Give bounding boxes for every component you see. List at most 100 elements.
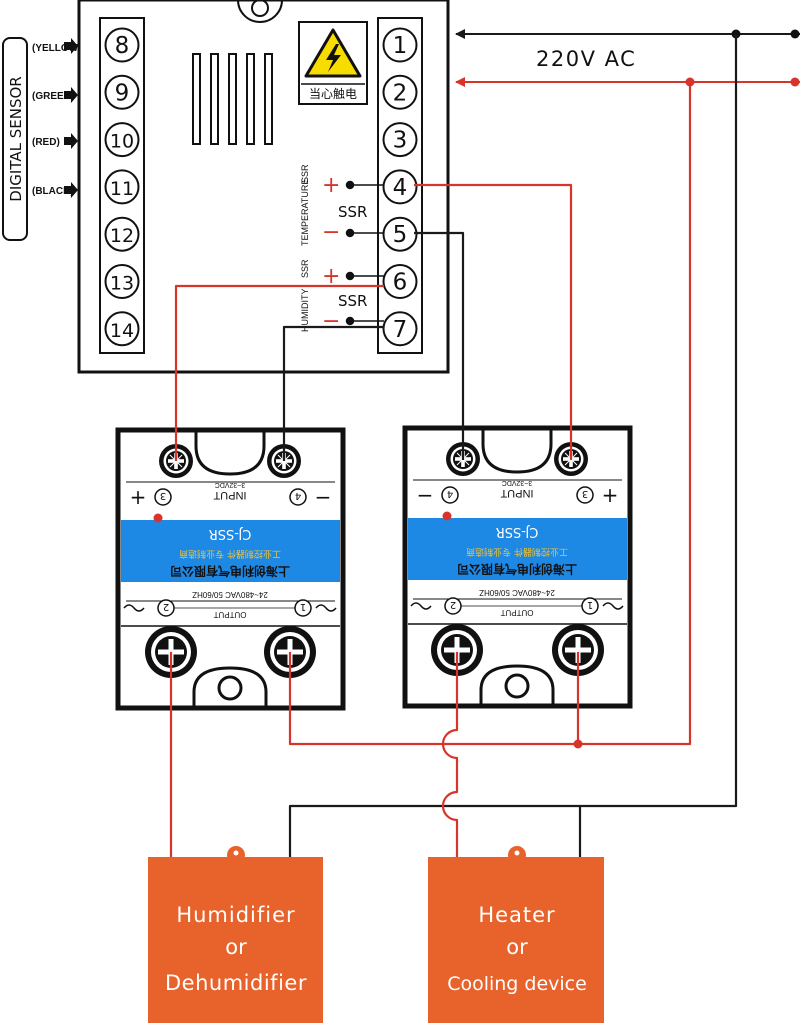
ssr-temperature-big: SSR (338, 203, 367, 221)
load-right-line3: Cooling device (447, 973, 587, 995)
wire-label-black: (BLACK) (32, 186, 74, 197)
wire-label-yellow: (YELLOW) (32, 43, 81, 54)
arrow-right-icon (64, 87, 78, 103)
terminal-number: 7 (393, 317, 408, 343)
terminal-number: 8 (115, 33, 130, 59)
terminal-number: 14 (110, 320, 134, 342)
ssr-humidity-big: SSR (338, 292, 367, 310)
svg-text:−: − (417, 483, 434, 507)
ssr-maker: 上海创利电气有限公司 (457, 562, 577, 577)
power-lines: 220V AC (455, 29, 800, 87)
terminal-number: 9 (115, 80, 130, 106)
svg-text:工业控制器件 专业制造商: 工业控制器件 专业制造商 (466, 546, 568, 558)
terminal-13 (104, 264, 140, 299)
svg-text:3: 3 (582, 488, 588, 499)
temperature-ssr-small: SSR (300, 164, 310, 183)
plus-sign-6: + (322, 264, 340, 289)
left-terminal-block: 8 9 10 11 12 13 14 (99, 17, 145, 354)
svg-text:工业控制器件 专业制造商: 工业控制器件 专业制造商 (179, 548, 281, 560)
vent-slots (192, 53, 273, 145)
ssr-input-label: INPUT (500, 487, 533, 499)
load-right-line1: Heater (478, 903, 555, 927)
humidity-ssr-small: SSR (300, 259, 310, 278)
terminal-5 (382, 216, 418, 252)
svg-text:4: 4 (447, 488, 453, 499)
svg-text:+: + (130, 485, 147, 509)
power-label: 220V AC (536, 47, 636, 71)
wire-label-green: (GREEN) (32, 91, 74, 102)
mount-hole (251, 0, 269, 17)
svg-text:24~480VAC 50/60HZ: 24~480VAC 50/60HZ (192, 590, 268, 599)
minus-sign-7: − (322, 309, 340, 334)
svg-text:OUTPUT: OUTPUT (213, 610, 246, 619)
terminal-12 (104, 216, 140, 252)
terminal-number: 12 (110, 225, 134, 247)
terminal-number: 2 (393, 80, 408, 106)
svg-text:3~32VDC: 3~32VDC (215, 481, 246, 488)
plus-sign-4: + (322, 173, 340, 198)
terminal-number: 13 (110, 273, 134, 295)
terminal-3 (382, 122, 418, 158)
terminal-6 (382, 264, 418, 299)
ssr-model: CJ-SSR (496, 524, 539, 539)
svg-text:2: 2 (450, 599, 456, 610)
digital-sensor-label: DIGITAL SENSOR (2, 37, 28, 241)
terminal-number: 11 (110, 178, 134, 200)
terminal-number: 4 (393, 175, 408, 201)
terminal-11 (104, 169, 140, 205)
svg-text:3: 3 (160, 490, 166, 501)
svg-text:1: 1 (300, 601, 306, 612)
terminal-number: 5 (393, 222, 408, 248)
wires (169, 34, 738, 858)
terminal-number: 6 (393, 270, 408, 296)
terminal-1 (382, 27, 418, 63)
terminal-number: 10 (110, 131, 134, 153)
terminal-9 (104, 74, 140, 110)
load-left-line3: Dehumidifier (165, 971, 307, 995)
terminal-number: 3 (393, 128, 408, 154)
arrow-right-icon (64, 182, 78, 198)
ssr-maker: 上海创利电气有限公司 (170, 564, 290, 579)
wire-t6-ssr1-plus (174, 284, 384, 461)
warning-text: 当心触电 (309, 87, 357, 101)
load-left-line1: Humidifier (176, 903, 295, 927)
load-humidifier: Humidifier or Dehumidifier (148, 846, 323, 1023)
wire-ac-black (288, 34, 738, 858)
svg-text:24~480VAC 50/60HZ: 24~480VAC 50/60HZ (479, 588, 555, 597)
terminal-4 (382, 169, 418, 205)
high-voltage-warning-icon: 当心触电 (298, 21, 368, 105)
wire-label-red: (RED) (32, 137, 60, 148)
wire-ac-red-ssr1 (288, 82, 692, 746)
temperature-ssr-label: TEMPERATURE (300, 179, 310, 246)
wire-t5-ssr2-minus (414, 231, 465, 460)
terminal-7 (382, 311, 418, 347)
svg-text:4: 4 (295, 490, 301, 501)
ssr-input-label: INPUT (213, 489, 246, 501)
svg-text:3~32VDC: 3~32VDC (502, 479, 533, 486)
wire-ssr2-load (441, 652, 459, 858)
terminal-8 (104, 27, 140, 63)
arrow-right-icon (64, 133, 78, 149)
wire-t7-ssr1-minus (282, 325, 384, 461)
load-heater: Heater or Cooling device (428, 846, 604, 1023)
load-right-line2: or (506, 935, 528, 959)
svg-text:1: 1 (587, 599, 593, 610)
terminal-14 (104, 311, 140, 347)
terminal-2 (382, 74, 418, 110)
sensor-wire-labels: (YELLOW) (GREEN) (RED) (BLACK) (32, 38, 81, 198)
terminal-10 (104, 122, 140, 158)
load-left-line2: or (225, 935, 247, 959)
svg-text:2: 2 (163, 601, 169, 612)
ssr-model: CJ-SSR (209, 526, 252, 541)
svg-text:+: + (602, 483, 619, 507)
humidity-ssr-label: HUMIDITY (300, 289, 310, 333)
svg-text:OUTPUT: OUTPUT (500, 608, 533, 617)
svg-text:−: − (315, 485, 332, 509)
arrow-right-icon (64, 38, 78, 54)
terminal-number: 1 (393, 33, 408, 59)
